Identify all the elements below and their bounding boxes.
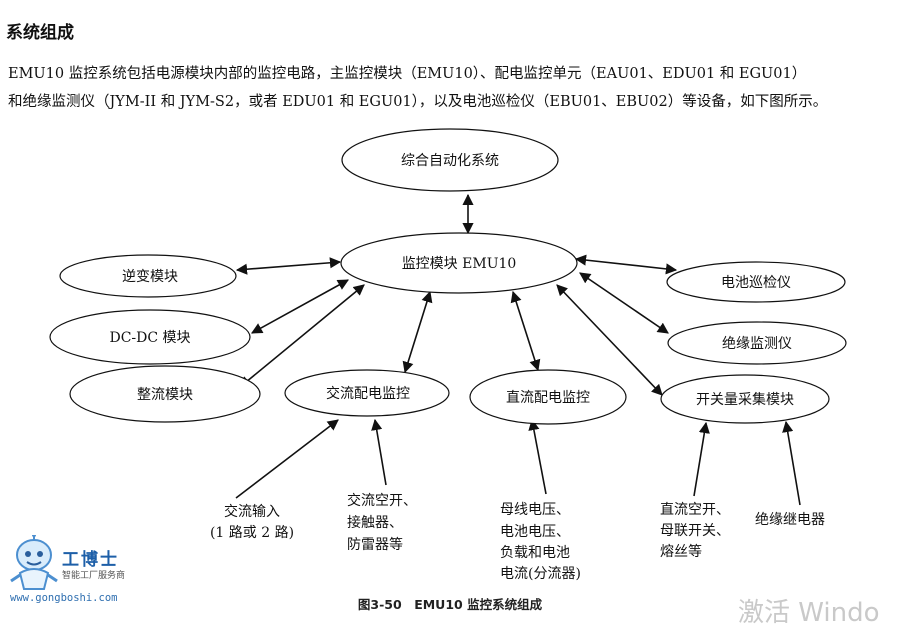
label-monitor-emu10: 监控模块 EMU10	[402, 256, 517, 272]
arrow-ac-input	[235, 419, 339, 499]
input-ac-line-2: (1 路或 2 路)	[210, 525, 294, 541]
node-monitor-emu10	[340, 232, 578, 294]
label-dcdc: DC-DC 模块	[109, 330, 190, 346]
logo-subtitle: 智能工厂服务商	[62, 571, 126, 581]
arrow-switch-inputs	[693, 421, 710, 497]
link-ac-monitor-monitor	[402, 290, 433, 374]
input-switch-line-1: 直流空开、	[660, 501, 730, 518]
node-inverter	[59, 254, 237, 298]
windows-activation-watermark: 激活 Windo	[738, 598, 880, 628]
input-ac-breakers-line-3: 防雷器等	[347, 536, 403, 553]
link-switch-module-monitor	[556, 284, 663, 396]
node-auto-system	[341, 128, 559, 192]
input-ac-breakers-line-1: 交流空开、	[347, 492, 417, 509]
link-battery-inspector-monitor	[574, 254, 678, 275]
node-battery-inspector	[666, 261, 846, 303]
label-inverter: 逆变模块	[122, 269, 178, 285]
figure-caption: 图3-50 EMU10 监控系统组成	[357, 597, 543, 612]
input-dc-signals-line-4: 电流(分流器)	[500, 566, 581, 582]
input-dc-signals-line-1: 母线电压、	[500, 502, 570, 518]
link-rectifier-monitor	[239, 284, 365, 388]
node-dcdc	[49, 309, 251, 365]
logo-name: 工博士	[62, 550, 119, 570]
input-ac-breakers-line-2: 接触器、	[347, 514, 403, 531]
input-switch-line-3: 熔丝等	[660, 543, 702, 560]
link-dc-monitor-monitor	[510, 290, 541, 372]
input-insulation-relay: 绝缘继电器	[755, 512, 825, 528]
logo-url: www.gongboshi.com	[10, 592, 118, 604]
link-inverter-monitor	[235, 257, 342, 275]
arrow-dc-signals	[528, 418, 547, 495]
label-switch-module: 开关量采集模块	[696, 391, 794, 408]
intro-paragraph-line-1: EMU10 监控系统包括电源模块内部的监控电路，主监控模块（EMU10）、配电监…	[8, 66, 807, 82]
intro-paragraph-line-2: 和绝缘监测仪（JYM-II 和 JYM-S2，或者 EDU01 和 EGU01）…	[8, 94, 828, 110]
arrow-ac-breakers	[371, 418, 387, 486]
node-insulation-monitor	[667, 321, 847, 365]
section-heading: 系统组成	[6, 23, 74, 43]
label-auto-system: 综合自动化系统	[401, 153, 499, 169]
node-switch-module	[660, 374, 830, 424]
label-battery-inspector: 电池巡检仪	[721, 275, 791, 291]
label-rectifier: 整流模块	[137, 387, 193, 403]
label-dc-monitor: 直流配电监控	[506, 389, 590, 406]
link-dcdc-monitor	[251, 279, 349, 334]
input-switch-line-2: 母联开关、	[660, 523, 730, 539]
node-rectifier	[69, 365, 261, 423]
arrow-insulation-relay	[782, 420, 801, 506]
robot-mascot-icon	[10, 535, 58, 590]
input-dc-signals-line-2: 电池电压、	[500, 524, 570, 540]
node-dc-monitor	[469, 369, 627, 425]
node-ac-monitor	[284, 369, 450, 417]
input-ac-line-1: 交流输入	[224, 503, 280, 520]
label-ac-monitor: 交流配电监控	[326, 385, 410, 402]
input-dc-signals-line-3: 负载和电池	[500, 545, 570, 561]
label-insulation-monitor: 绝缘监测仪	[722, 336, 792, 352]
